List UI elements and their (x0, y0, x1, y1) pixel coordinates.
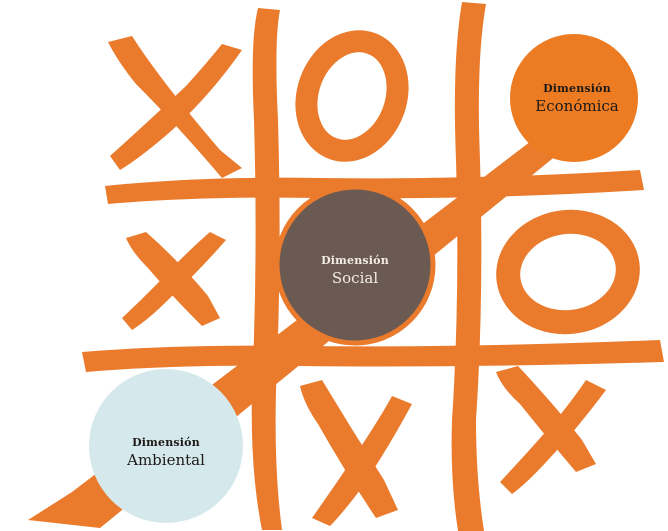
mark-x-middle-left (122, 232, 226, 330)
grid-line-vertical-left (251, 8, 282, 530)
circle-ambiental (89, 369, 243, 523)
mark-x-top-left (108, 36, 242, 178)
mark-x-bottom-right (496, 366, 606, 494)
mark-o-middle-right (496, 209, 640, 335)
circle-economica (510, 34, 638, 162)
grid-line-vertical-right (451, 2, 486, 531)
mark-x-bottom-middle (300, 380, 412, 526)
circle-social (274, 184, 436, 346)
mark-o-top-middle (295, 30, 409, 162)
grid-line-horizontal-bottom (82, 340, 664, 372)
